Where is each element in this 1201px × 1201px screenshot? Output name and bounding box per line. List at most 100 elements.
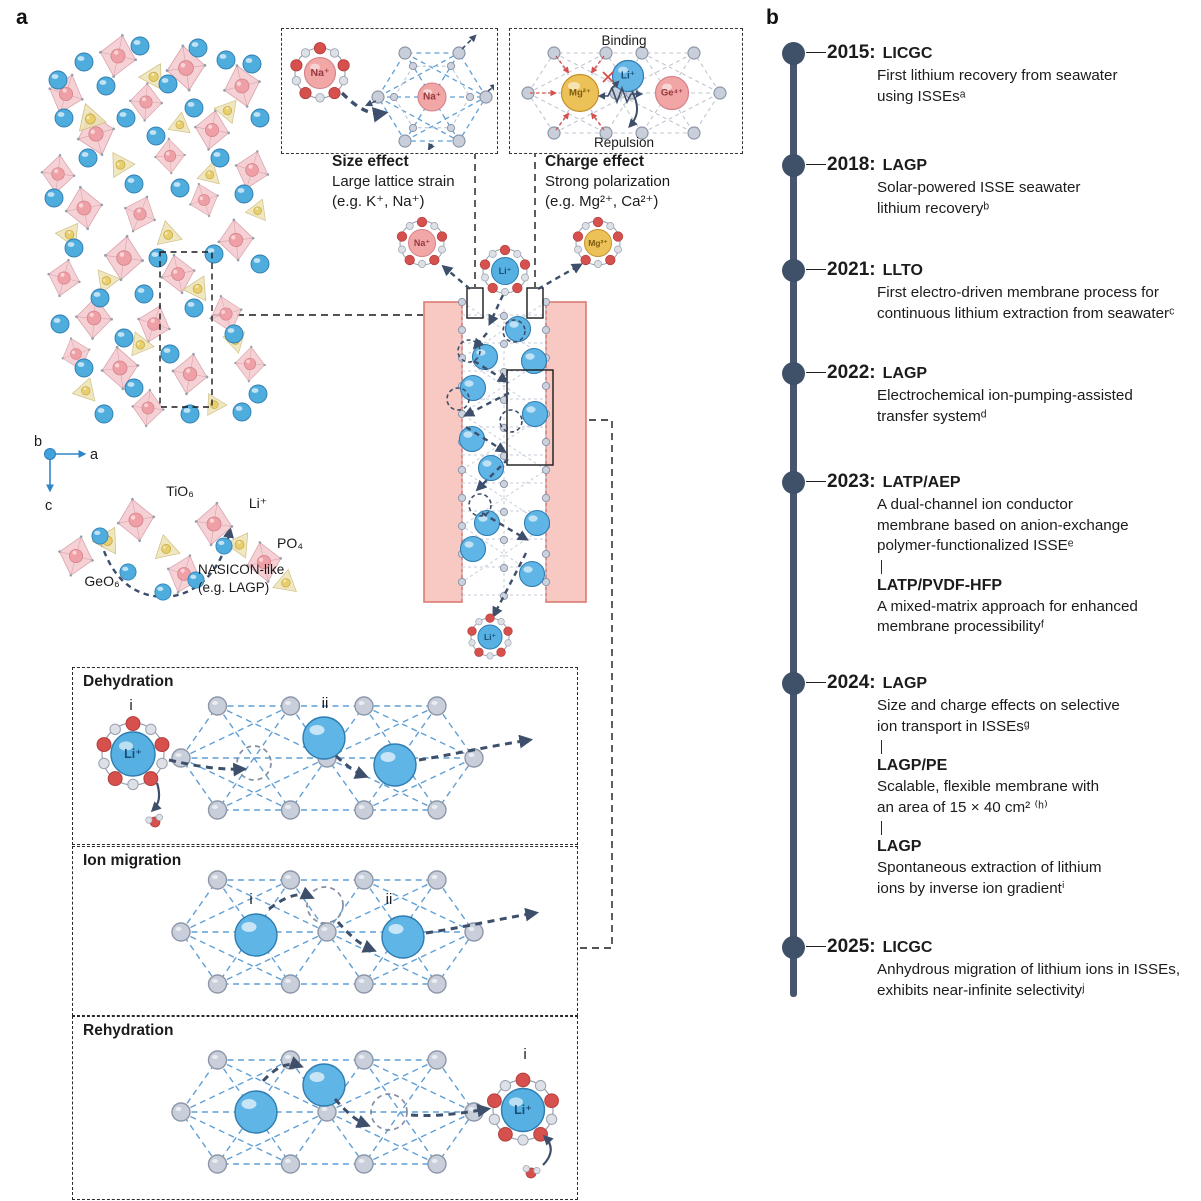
hop-arrow-1 bbox=[261, 1056, 304, 1083]
nasicon-label-line1: NASICON-like bbox=[198, 562, 284, 577]
hydrated-li-ion-bottom: Li⁺ bbox=[467, 613, 513, 660]
li-ion-in-lattice bbox=[381, 915, 425, 959]
timeline-dot bbox=[782, 672, 805, 695]
timeline-material: LAGP bbox=[882, 365, 928, 382]
timeline-tick bbox=[806, 269, 826, 270]
hydrated-mg-ion: Mg²⁺ bbox=[572, 216, 624, 268]
panel-b-label: b bbox=[766, 6, 779, 29]
timeline-tick bbox=[806, 164, 826, 165]
timeline-year: 2015: bbox=[827, 42, 876, 63]
lattice-na-ion: Na⁺ bbox=[417, 82, 447, 112]
exit-arrow bbox=[418, 734, 534, 762]
na-label: Na⁺ bbox=[423, 92, 441, 103]
ion-migration-title: Ion migration bbox=[83, 852, 182, 869]
entry-window-left bbox=[466, 287, 484, 319]
entry-window-right bbox=[526, 287, 544, 319]
timeline-material: LICGC bbox=[882, 45, 933, 62]
ge-label: Ge⁴⁺ bbox=[661, 88, 683, 99]
na-label: Na⁺ bbox=[414, 238, 431, 248]
mg-ion: Mg²⁺ bbox=[560, 73, 600, 113]
axis-a-label: a bbox=[90, 447, 99, 463]
timeline-entry-2024: 2024: LAGP Size and charge effects on se… bbox=[782, 672, 1199, 899]
dehydration-title: Dehydration bbox=[83, 673, 174, 690]
timeline-tick bbox=[806, 52, 826, 53]
li-label: Li⁺ bbox=[499, 266, 512, 276]
zoom-region-outline bbox=[506, 369, 554, 466]
ge-ion: Ge⁴⁺ bbox=[654, 75, 690, 111]
transport-arrows bbox=[441, 263, 583, 618]
hydrated-na-ion: Na⁺ bbox=[396, 216, 448, 268]
timeline-tick bbox=[806, 372, 826, 373]
axes-indicator: b a c bbox=[34, 434, 99, 514]
timeline-year: 2018: bbox=[827, 154, 876, 175]
rehydration-diagram: Li⁺ i bbox=[171, 1046, 559, 1180]
size-effect-diagram: Na⁺ Na⁺ bbox=[290, 34, 498, 151]
li-label: Li⁺ bbox=[514, 1103, 532, 1117]
step-ii-label: ii bbox=[322, 695, 329, 712]
timeline-material: LLTO bbox=[882, 262, 923, 279]
timeline-dot bbox=[782, 154, 805, 177]
timeline-sub-material: LATP/PVDF-HFP bbox=[877, 576, 1003, 594]
blocked-x-mark bbox=[602, 71, 614, 83]
timeline-year: 2022: bbox=[827, 362, 876, 383]
timeline-description: Solar-powered ISSE seawater lithium reco… bbox=[877, 179, 1081, 217]
timeline-entry-2018: 2018: LAGP Solar-powered ISSE seawater l… bbox=[782, 154, 1199, 219]
timeline-description: First electro-driven membrane process fo… bbox=[877, 284, 1175, 322]
crystal-structure bbox=[38, 29, 276, 430]
water-join-arrow bbox=[542, 1134, 554, 1166]
li-ion-in-lattice bbox=[302, 1063, 346, 1107]
timeline-sub-description: Spontaneous extraction of lithium ions b… bbox=[877, 859, 1102, 897]
timeline-description: First lithium recovery from seawater usi… bbox=[877, 67, 1118, 105]
na-label: Na⁺ bbox=[311, 67, 330, 79]
timeline-year: 2025: bbox=[827, 936, 876, 957]
binding-label: Binding bbox=[601, 33, 646, 48]
size-effect-line2: (e.g. K⁺, Na⁺) bbox=[332, 193, 425, 210]
hydrated-li-ion: Li⁺ bbox=[487, 1072, 559, 1146]
hydrated-li-ion: Li⁺ bbox=[96, 716, 170, 791]
hop-arrow-2 bbox=[336, 921, 377, 953]
timeline-description: Size and charge effects on selective ion… bbox=[877, 697, 1120, 735]
timeline-entry-2021: 2021: LLTO First electro-driven membrane… bbox=[782, 259, 1199, 324]
step-ii-label: ii bbox=[386, 891, 393, 908]
timeline-tick bbox=[806, 682, 826, 683]
li-label: Li⁺ bbox=[484, 632, 496, 642]
li-ion-in-lattice bbox=[234, 1090, 278, 1134]
nasicon-label-line2: (e.g. LAGP) bbox=[198, 580, 269, 595]
charge-effect-line1: Strong polarization bbox=[545, 173, 671, 190]
unit-cell-outline bbox=[159, 251, 213, 408]
timeline-dot bbox=[782, 362, 805, 385]
timeline-year: 2021: bbox=[827, 259, 876, 280]
size-effect-caption: Size effect Large lattice strain (e.g. K… bbox=[332, 152, 455, 212]
timeline-entry-2025: 2025: LICGC Anhydrous migration of lithi… bbox=[782, 936, 1199, 1001]
li-ion-label: Li⁺ bbox=[249, 495, 267, 511]
hop-arrow bbox=[334, 754, 369, 779]
timeline-dot bbox=[782, 471, 805, 494]
dehydration-panel: Dehydration Li⁺ i ii bbox=[72, 667, 578, 845]
hydrated-li-ion-top: Li⁺ bbox=[479, 244, 531, 296]
vacancy-site bbox=[370, 1093, 408, 1131]
charge-effect-diagram: Mg²⁺ Li⁺ Ge⁴⁺ Binding Repulsion bbox=[521, 33, 727, 150]
timeline-year: 2024: bbox=[827, 672, 876, 693]
charge-effect-caption: Charge effect Strong polarization (e.g. … bbox=[545, 152, 670, 212]
li-ion-in-lattice bbox=[234, 913, 278, 957]
water-molecule bbox=[144, 812, 166, 830]
timeline-sub-material: LAGP bbox=[877, 838, 922, 855]
timeline-description: Electrochemical ion-pumping-assisted tra… bbox=[877, 387, 1133, 425]
li-ion-in-lattice bbox=[373, 743, 417, 787]
lattice-cages bbox=[171, 870, 484, 994]
timeline-description: A dual-channel ion conductor membrane ba… bbox=[877, 496, 1129, 554]
exit-arrow bbox=[410, 1103, 492, 1118]
vacancy-site bbox=[306, 886, 344, 924]
size-effect-line1: Large lattice strain bbox=[332, 173, 455, 190]
mg-label: Mg²⁺ bbox=[588, 238, 608, 248]
axis-b-label: b bbox=[34, 434, 42, 450]
panel-a-label: a bbox=[16, 6, 28, 29]
li-label: Li⁺ bbox=[124, 747, 142, 761]
step-i-label: i bbox=[523, 1046, 526, 1063]
timeline-entry-2022: 2022: LAGP Electrochemical ion-pumping-a… bbox=[782, 362, 1199, 427]
timeline-tick bbox=[806, 946, 826, 947]
timeline-material: LATP/AEP bbox=[882, 474, 961, 491]
timeline-tick bbox=[806, 481, 826, 482]
size-effect-title: Size effect bbox=[332, 153, 409, 170]
step-i-label: i bbox=[129, 697, 132, 714]
